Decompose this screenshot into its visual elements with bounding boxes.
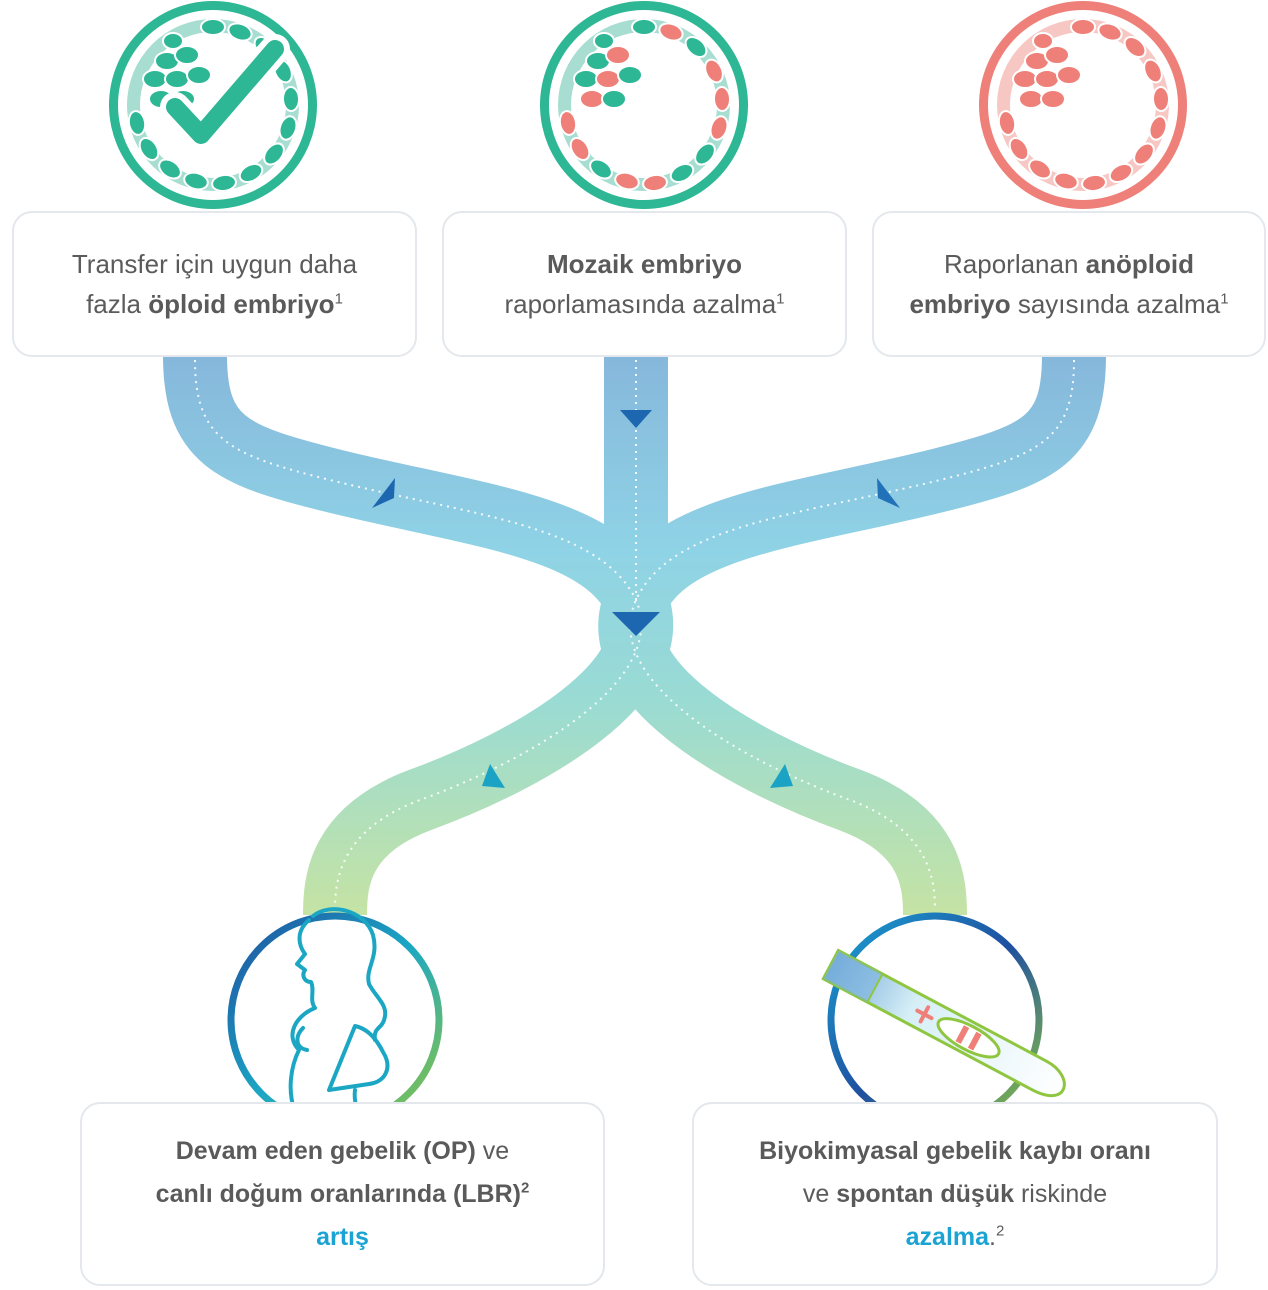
loss-bold1: Biyokimyasal gebelik kaybı oranı [759, 1136, 1151, 1165]
mosaic-embryo-text: Mozaik embriyo raporlamasında azalma1 [504, 244, 784, 324]
aneuploid-embryo-text: Raporlanan anöploid embriyo sayısında az… [909, 244, 1228, 324]
mosaic-embryo-icon [540, 1, 748, 209]
op-footnote: 2 [520, 1179, 530, 1197]
pregnancy-loss-text: Biyokimyasal gebelik kaybı oranı ve spon… [759, 1130, 1151, 1259]
mosaic-line2: raporlamasında azalma [504, 289, 777, 319]
lbr-bold: canlı doğum oranlarında (LBR) [155, 1179, 521, 1208]
increase-accent: artış [316, 1222, 369, 1251]
pregnant-woman-icon [227, 907, 443, 1128]
euploid-footnote: 1 [334, 290, 343, 308]
loss-text2: riskinde [1014, 1179, 1108, 1208]
aneuploid-line2-suffix: sayısında azalma [1010, 289, 1221, 319]
flow-arrows [372, 410, 900, 788]
op-text: ve [475, 1136, 510, 1165]
euploid-line1: Transfer için uygun daha [71, 249, 358, 279]
flow-paths [163, 354, 1106, 916]
arrow-left-upper [372, 478, 395, 508]
pregnancy-loss-box: Biyokimyasal gebelik kaybı oranı ve spon… [692, 1102, 1218, 1286]
aneuploid-footnote: 1 [1220, 290, 1229, 308]
arrow-down-top [620, 410, 652, 428]
decrease-accent: azalma [905, 1222, 990, 1251]
euploid-bold: öploid embriyo [148, 289, 335, 319]
euploid-embryo-text: Transfer için uygun daha fazla öploid em… [72, 244, 357, 324]
aneuploid-line1-prefix: Raporlanan [944, 249, 1086, 279]
aneuploid-embryo-box: Raporlanan anöploid embriyo sayısında az… [872, 211, 1266, 357]
pregnancy-test-icon [821, 912, 1066, 1128]
euploid-embryo-box: Transfer için uygun daha fazla öploid em… [12, 211, 417, 357]
arrow-left-lower [482, 764, 505, 788]
aneuploid-embryo-icon [979, 1, 1187, 209]
arrow-right-lower [770, 764, 793, 788]
mosaic-bold: Mozaik embriyo [546, 249, 743, 279]
loss-bold2: spontan düşük [836, 1179, 1015, 1208]
loss-footnote: 2 [995, 1222, 1005, 1240]
euploid-line2-prefix: fazla [86, 289, 149, 319]
loss-text1: ve [802, 1179, 837, 1208]
aneuploid-bold2: embriyo [909, 289, 1011, 319]
loss-period: . [989, 1222, 996, 1251]
op-lbr-box: Devam eden gebelik (OP) ve canlı doğum o… [80, 1102, 605, 1286]
aneuploid-bold1: anöploid [1085, 249, 1194, 279]
mosaic-footnote: 1 [776, 290, 785, 308]
arrow-right-upper [877, 478, 900, 508]
flow-dotted-guides [194, 359, 1075, 911]
op-lbr-text: Devam eden gebelik (OP) ve canlı doğum o… [156, 1130, 530, 1259]
euploid-embryo-check-icon [109, 1, 317, 209]
mosaic-embryo-box: Mozaik embriyo raporlamasında azalma1 [442, 211, 847, 357]
op-bold: Devam eden gebelik (OP) [175, 1136, 476, 1165]
arrow-center [612, 612, 660, 636]
